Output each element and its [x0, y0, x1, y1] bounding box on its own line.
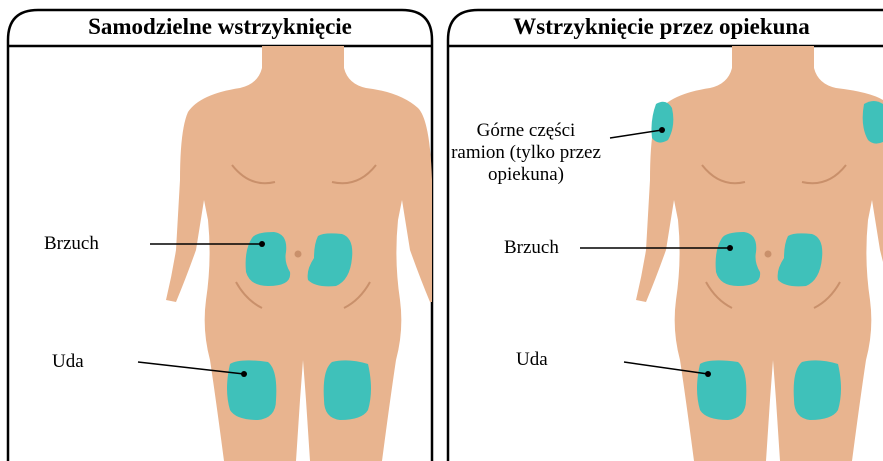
injection-site-thigh-left	[697, 360, 746, 420]
injection-site-thigh-right	[794, 360, 841, 420]
label-abdomen: Brzuch	[504, 237, 559, 259]
body-silhouette	[636, 46, 883, 461]
injection-site-abdomen-left	[246, 232, 291, 286]
label-thighs: Uda	[52, 351, 84, 373]
injection-site-abdomen-left	[716, 232, 761, 286]
body-silhouette	[166, 46, 432, 461]
label-abdomen: Brzuch	[44, 233, 99, 255]
panel-frame	[440, 0, 883, 461]
label-thighs: Uda	[516, 349, 548, 371]
injection-site-thigh-right	[324, 360, 371, 420]
panel-title: Samodzielne wstrzyknięcie	[0, 14, 440, 40]
panel-frame	[0, 0, 440, 461]
label-upper-arms: Górne części ramion (tylko przez opiekun…	[450, 120, 602, 186]
injection-site-thigh-left	[227, 360, 276, 420]
panel-self-injection: Samodzielne wstrzyknięcie Brzuch Uda	[0, 0, 440, 461]
panel-caregiver-injection: Wstrzyknięcie przez opiekuna Górne częśc…	[440, 0, 883, 461]
panel-title: Wstrzyknięcie przez opiekuna	[440, 14, 883, 40]
